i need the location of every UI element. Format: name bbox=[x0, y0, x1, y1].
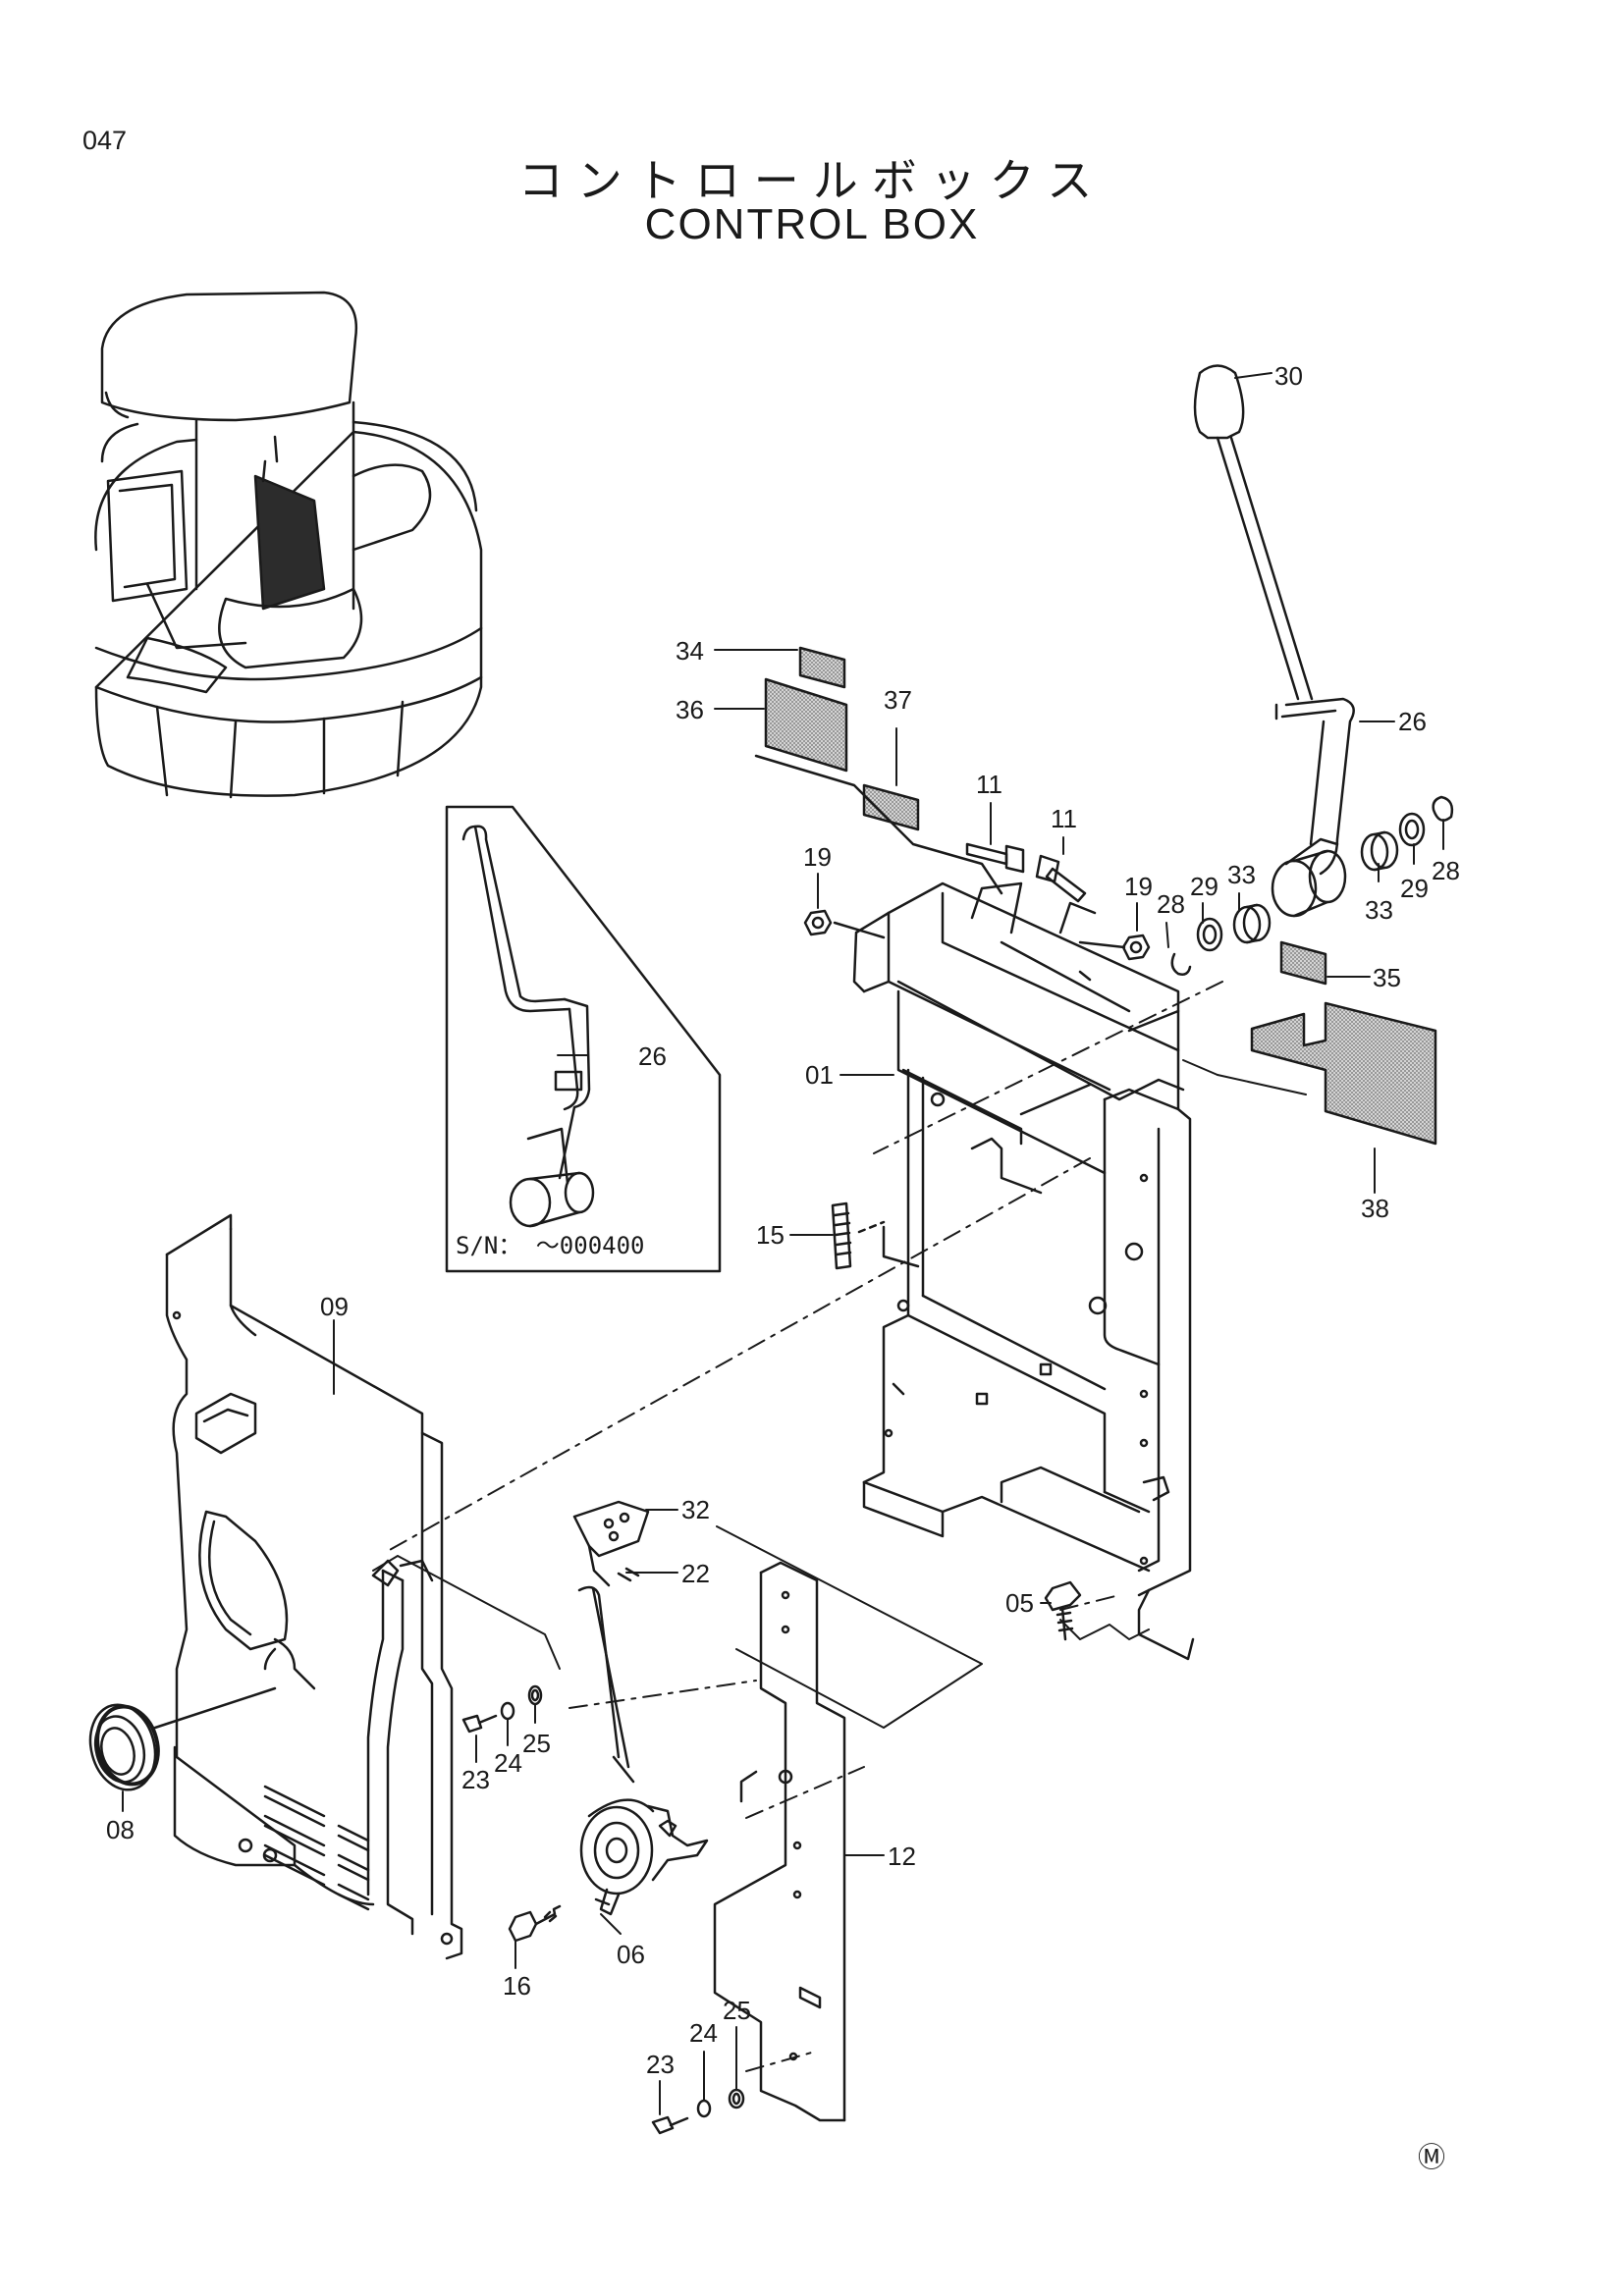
part-label: 23 bbox=[646, 2050, 675, 2079]
part-label: 28 bbox=[1432, 856, 1460, 885]
rubber-pads bbox=[754, 646, 1437, 1146]
part-label: 25 bbox=[723, 1996, 751, 2025]
part-label: 36 bbox=[676, 695, 704, 724]
part-label: 19 bbox=[803, 842, 832, 872]
part-label: 37 bbox=[884, 685, 912, 715]
part-label: 22 bbox=[681, 1559, 710, 1588]
part-label: 35 bbox=[1373, 963, 1401, 992]
part-label: 06 bbox=[617, 1940, 645, 1969]
part-label: 16 bbox=[503, 1971, 531, 2001]
inset-old-lever-detail bbox=[445, 805, 722, 1273]
leader-lines bbox=[122, 372, 1444, 2115]
part-number-labels: 30 34 36 37 26 11 11 19 19 28 29 33 33 2… bbox=[106, 361, 1460, 2079]
part-label: 01 bbox=[805, 1060, 834, 1090]
throttle-lever-assembly bbox=[572, 1500, 709, 1916]
diagram-title-japanese: コントロールボックス bbox=[517, 154, 1107, 207]
part-label: 25 bbox=[522, 1729, 551, 1758]
machine-overview-illustration bbox=[94, 291, 483, 799]
part-label: 19 bbox=[1124, 872, 1153, 901]
diagram-title-english: CONTROL BOX bbox=[644, 200, 980, 248]
control-box-frame bbox=[852, 881, 1195, 1661]
part-label: 08 bbox=[106, 1815, 135, 1844]
grommet bbox=[88, 1686, 277, 1791]
part-label: 29 bbox=[1400, 874, 1429, 903]
inset-serial-note: S/N： ～000400 bbox=[456, 1232, 645, 1259]
part-label: 29 bbox=[1190, 872, 1218, 901]
fastener-reference-lines bbox=[372, 1059, 1307, 1729]
page-number: 047 bbox=[82, 126, 128, 155]
inset-part-label: 26 bbox=[638, 1041, 667, 1071]
part-label: 32 bbox=[681, 1495, 710, 1524]
part-label: 11 bbox=[1051, 804, 1077, 833]
part-label: 15 bbox=[756, 1220, 785, 1250]
part-label: 26 bbox=[1398, 707, 1427, 736]
part-label: 30 bbox=[1274, 361, 1303, 391]
part-label: 23 bbox=[461, 1765, 490, 1794]
part-label: 24 bbox=[689, 2018, 718, 2048]
part-label: 12 bbox=[888, 1842, 916, 1871]
flange-bolt bbox=[1044, 1580, 1082, 1641]
part-label: 28 bbox=[1157, 889, 1185, 919]
part-label: 33 bbox=[1365, 895, 1393, 925]
part-label: 33 bbox=[1227, 860, 1256, 889]
part-label: 11 bbox=[976, 770, 1002, 799]
part-label: 05 bbox=[1005, 1588, 1034, 1618]
part-label: 38 bbox=[1361, 1194, 1389, 1223]
side-cover bbox=[165, 1213, 463, 1960]
mounting-plate bbox=[713, 1561, 846, 2122]
control-lever-assembly bbox=[1170, 364, 1454, 976]
pin bbox=[831, 1201, 886, 1270]
assembly-centre-lines bbox=[387, 981, 1223, 2072]
part-label: 24 bbox=[494, 1748, 522, 1778]
part-label: 34 bbox=[676, 636, 704, 666]
part-label: 09 bbox=[320, 1292, 349, 1321]
manufacturer-mark: Ⓜ bbox=[1418, 2142, 1446, 2172]
